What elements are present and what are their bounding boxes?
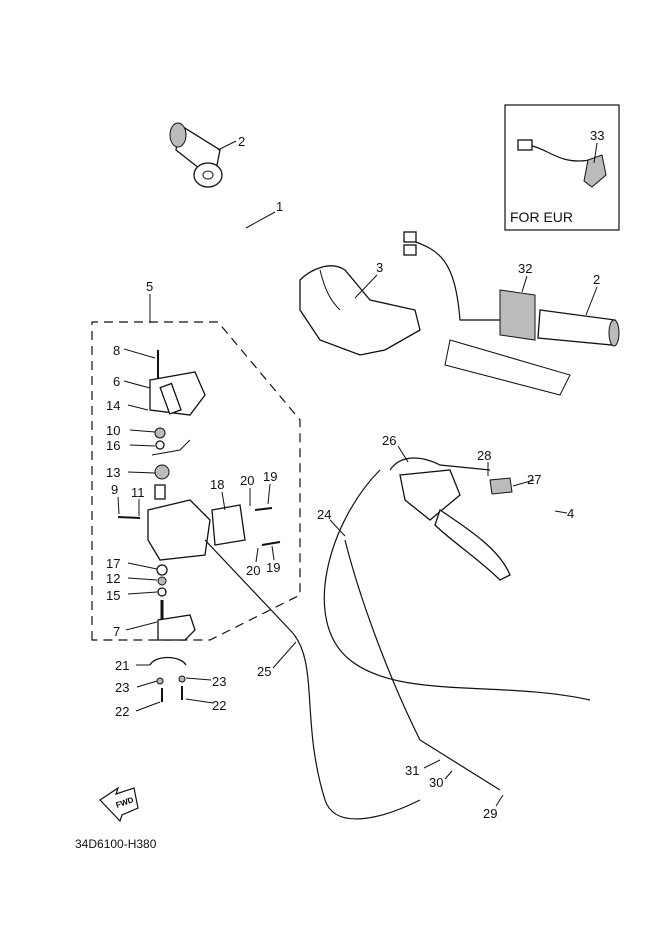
- callout-33: 33: [590, 128, 604, 143]
- callout-18: 18: [210, 477, 224, 492]
- fwd-arrow: FWD: [99, 786, 139, 823]
- callout-30: 30: [429, 775, 443, 790]
- callout-29: 29: [483, 806, 497, 821]
- callout-19: 19: [263, 469, 277, 484]
- callout-16: 16: [106, 438, 120, 453]
- callout-28: 28: [477, 448, 491, 463]
- callout-14: 14: [106, 398, 120, 413]
- clutch-cable: [344, 539, 501, 791]
- switch-parts: [117, 350, 281, 702]
- callout-3: 3: [376, 260, 383, 275]
- callout-7: 7: [113, 624, 120, 639]
- callout-27: 27: [527, 472, 541, 487]
- callout-22-right: 22: [212, 698, 226, 713]
- brake-cable: [323, 469, 591, 701]
- callout-24: 24: [317, 507, 331, 522]
- callout-20-lower: 20: [246, 563, 260, 578]
- callout-32: 32: [518, 261, 532, 276]
- callout-25: 25: [257, 664, 271, 679]
- callout-19-lower: 19: [266, 560, 280, 575]
- callout-11: 11: [131, 485, 145, 500]
- callout-8: 8: [113, 343, 120, 358]
- brake-lever: [399, 469, 513, 581]
- callout-17: 17: [106, 556, 120, 571]
- callout-1: 1: [276, 199, 283, 214]
- inset-switch-part: [517, 139, 607, 188]
- callout-5: 5: [146, 279, 153, 294]
- callout-20: 20: [240, 473, 254, 488]
- callout-13: 13: [106, 465, 120, 480]
- switch-assembly-outline: [91, 321, 301, 641]
- callout-10: 10: [106, 423, 120, 438]
- callout-12: 12: [106, 571, 120, 586]
- handlebar-cover: [299, 265, 421, 356]
- callout-4: 4: [567, 506, 574, 521]
- callout-2: 2: [238, 134, 245, 149]
- inset-box: [504, 104, 620, 231]
- wire-harness: [409, 239, 505, 321]
- callout-22: 22: [115, 704, 129, 719]
- callout-15: 15: [106, 588, 120, 603]
- right-grip: [499, 289, 620, 347]
- inset-label: FOR EUR: [510, 209, 573, 225]
- callout-9: 9: [111, 482, 118, 497]
- left-grip: [169, 122, 223, 188]
- callout-23-right: 23: [212, 674, 226, 689]
- throttle-cable: [204, 539, 421, 820]
- callout-6: 6: [113, 374, 120, 389]
- callout-21: 21: [115, 658, 129, 673]
- diagram-code: 34D6100-H380: [75, 837, 157, 851]
- callout-2-right: 2: [593, 272, 600, 287]
- callout-26: 26: [382, 433, 396, 448]
- callout-31: 31: [405, 763, 419, 778]
- callout-23: 23: [115, 680, 129, 695]
